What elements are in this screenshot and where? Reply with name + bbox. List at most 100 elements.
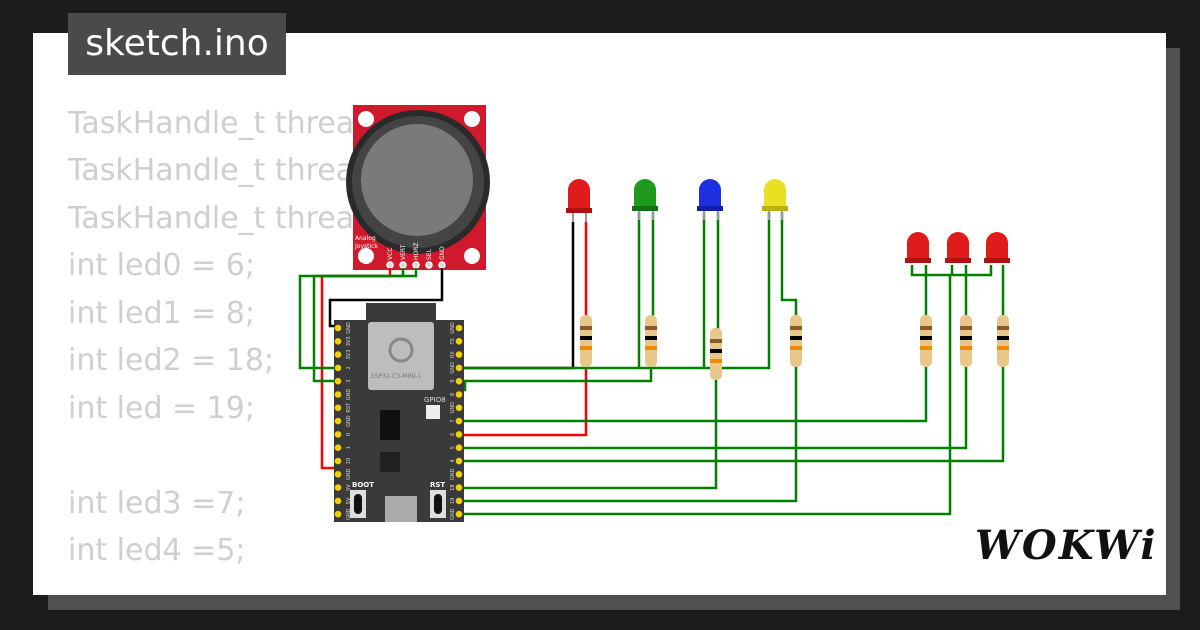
pin-6[interactable] — [455, 431, 463, 438]
pin-label: 5V — [346, 497, 352, 504]
pin-label: 0 — [346, 433, 352, 436]
pin-label: 10 — [346, 458, 352, 464]
pin-label: GND — [346, 415, 352, 427]
joystick[interactable]: Analog Joystick VCC VERT HORZ SEL GND — [346, 105, 490, 270]
pin-tx[interactable] — [455, 338, 463, 345]
pin-0[interactable] — [334, 431, 342, 438]
pin-5v[interactable] — [334, 497, 342, 505]
pin-label: RST — [346, 402, 352, 413]
boot-label: BOOT — [352, 481, 374, 489]
code-line: int led2 = 18; — [68, 343, 275, 378]
code-line: TaskHandle_t threa — [68, 201, 355, 236]
pin-label: 3 — [346, 380, 352, 383]
pin-label: GND — [450, 362, 456, 374]
pin-label: GND — [346, 389, 352, 401]
led-yellow[interactable] — [762, 179, 788, 220]
pin-3v3[interactable] — [334, 338, 342, 345]
wires — [298, 212, 1005, 516]
pin-3[interactable] — [334, 377, 342, 385]
pin-10[interactable] — [334, 457, 342, 465]
pin-label: 1 — [346, 446, 352, 449]
pin-18[interactable] — [455, 484, 463, 491]
resistor[interactable] — [997, 315, 1009, 367]
pin-rst[interactable] — [334, 404, 342, 412]
pin-label: GND — [450, 322, 456, 334]
code-line: TaskHandle_t threa — [68, 153, 355, 188]
pin-label: GND — [346, 508, 352, 520]
joystick-pin-label: GND — [439, 246, 446, 260]
pin-4[interactable] — [455, 457, 463, 465]
pin-3v3[interactable] — [334, 351, 342, 358]
pin-label: GND — [346, 468, 352, 480]
pin-label: TX — [450, 337, 456, 345]
esp32-c3-board[interactable]: ESP32-C3-MINI-1 GPIO8 BOOT RST GND 3V3 3V3… — [334, 303, 464, 522]
pin-rx[interactable] — [455, 351, 463, 358]
file-tab[interactable]: sketch.ino — [68, 13, 286, 75]
pin-9[interactable] — [455, 377, 463, 385]
pin-gnd[interactable] — [334, 510, 342, 518]
pin-gnd[interactable] — [455, 404, 463, 412]
pin-label: 2 — [346, 366, 352, 369]
pin-label: GND — [450, 468, 456, 480]
code-line: TaskHandle_t threa — [68, 106, 355, 141]
code-line: int led1 = 8; — [68, 296, 255, 331]
pin-8[interactable] — [455, 391, 463, 398]
led-blue[interactable] — [697, 179, 723, 220]
rgb-led — [426, 405, 440, 419]
pin-label: 5V — [346, 484, 352, 491]
led-red[interactable] — [566, 179, 592, 222]
resistor[interactable] — [580, 315, 592, 367]
pin-label: GND — [346, 322, 352, 334]
pin-label: 9 — [450, 380, 456, 383]
pin-label: 19 — [450, 498, 456, 504]
pin-5[interactable] — [455, 444, 463, 452]
gpio8-label: GPIO8 — [424, 396, 446, 404]
wokwi-logo: WOKWi — [975, 522, 1158, 569]
pin-gnd[interactable] — [455, 471, 463, 478]
module-label: ESP32-C3-MINI-1 — [371, 373, 422, 380]
led-red[interactable] — [945, 232, 971, 263]
pin-label: 3V3 — [346, 350, 352, 360]
pin-label: 18 — [450, 484, 456, 490]
pin-gnd[interactable] — [455, 324, 463, 332]
resistors — [580, 315, 1009, 380]
led-red[interactable] — [984, 232, 1010, 263]
pin-2[interactable] — [334, 364, 342, 372]
led-red[interactable] — [905, 232, 931, 263]
pin-gnd[interactable] — [334, 471, 342, 478]
pin-gnd[interactable] — [455, 364, 463, 372]
code-line: int led3 =7; — [68, 486, 246, 521]
pin-label: 7 — [450, 420, 456, 423]
joystick-label: Analog — [355, 235, 376, 242]
leds — [566, 179, 1010, 263]
rst-label: RST — [430, 481, 445, 489]
resistor[interactable] — [790, 315, 802, 367]
pin-5v[interactable] — [334, 484, 342, 491]
pin-label: 8 — [450, 393, 456, 396]
pin-label: GND — [450, 402, 456, 414]
pin-19[interactable] — [455, 497, 463, 505]
pin-label: 6 — [450, 433, 456, 436]
pin-gnd[interactable] — [334, 391, 342, 398]
resistor[interactable] — [960, 315, 972, 367]
pin-label: 4 — [450, 459, 456, 462]
resistor[interactable] — [920, 315, 932, 367]
joystick-label: Joystick — [354, 243, 378, 250]
pin-label: RX — [450, 351, 456, 358]
led-green[interactable] — [632, 179, 658, 220]
pin-label: 5 — [450, 446, 456, 449]
resistor[interactable] — [645, 315, 657, 367]
joystick-pin-label: SEL — [426, 248, 433, 260]
code-line: int led = 19; — [68, 391, 255, 426]
pin-gnd[interactable] — [334, 324, 342, 332]
pin-1[interactable] — [334, 444, 342, 452]
pin-7[interactable] — [455, 417, 463, 425]
code-line: int led0 = 6; — [68, 248, 255, 283]
pin-gnd[interactable] — [455, 510, 463, 518]
pin-gnd[interactable] — [334, 417, 342, 425]
pin-label: 3V3 — [346, 336, 352, 346]
pin-label: GND — [450, 508, 456, 520]
joystick-pin-label: HORZ — [413, 242, 420, 260]
resistor[interactable] — [710, 328, 722, 380]
